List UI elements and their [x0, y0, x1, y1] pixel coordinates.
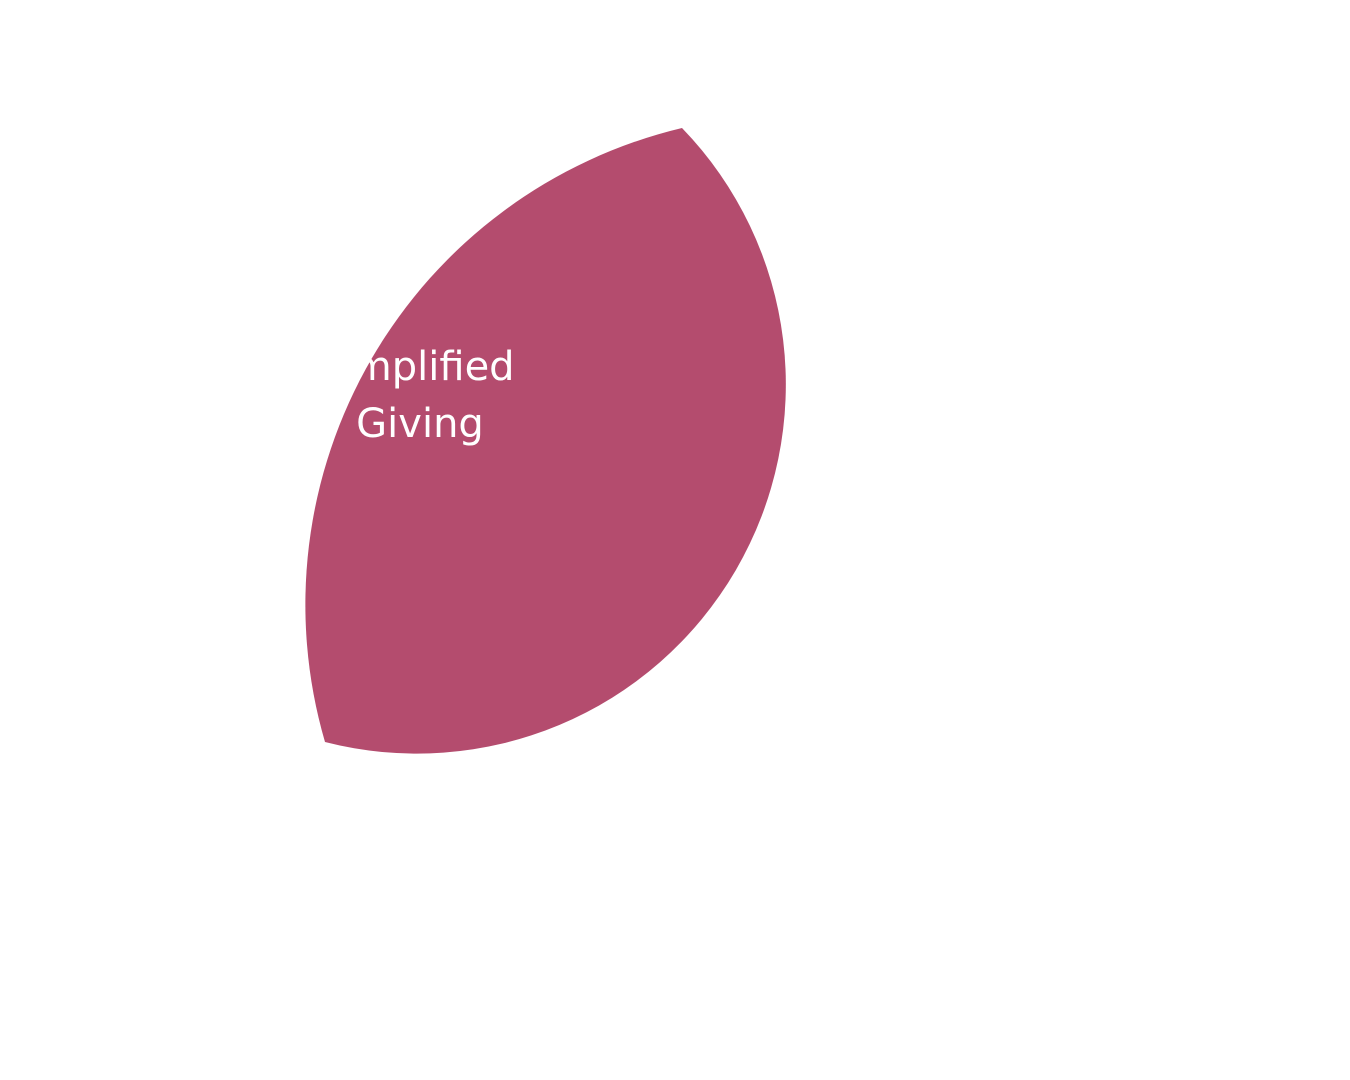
slice-label-line1: Amplified [325, 344, 514, 390]
slice-label-line2: Giving [356, 401, 484, 447]
slice-amplified-giving[interactable] [305, 128, 786, 754]
